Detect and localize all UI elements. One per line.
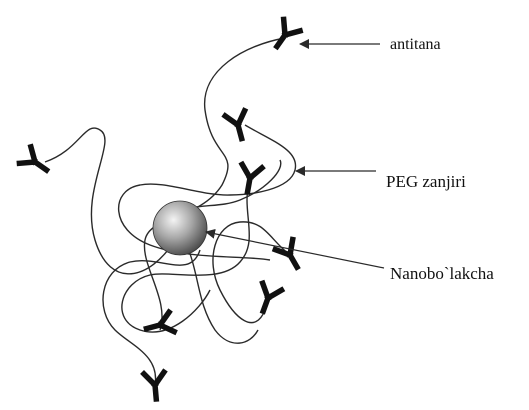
peg-chain-1 xyxy=(143,37,286,331)
arrow-to-nanoparticle xyxy=(205,228,385,269)
peg-chain-7 xyxy=(102,249,201,386)
peg-chain-2 xyxy=(44,127,176,275)
antibody-icon xyxy=(238,160,266,195)
peg-chain-4 xyxy=(121,179,251,333)
label-peg-chain: PEG zanjiri xyxy=(386,172,466,191)
antibody-icon xyxy=(143,308,178,336)
antibody-icon xyxy=(271,236,301,271)
peg-chain-5 xyxy=(212,221,291,324)
antibody-icon xyxy=(259,279,286,315)
nanoparticle-sphere xyxy=(152,200,208,256)
antibody-icon xyxy=(273,16,304,51)
label-antibody: antitana xyxy=(390,36,441,53)
antibody-icon xyxy=(16,143,51,174)
antibody-icon xyxy=(221,107,249,142)
antibody-icon xyxy=(140,368,168,402)
label-nanoparticle: Nanobo`lakcha xyxy=(390,264,494,283)
antibodies xyxy=(16,16,304,402)
pointer-arrows xyxy=(205,39,385,269)
peg-chain-6 xyxy=(179,231,259,344)
